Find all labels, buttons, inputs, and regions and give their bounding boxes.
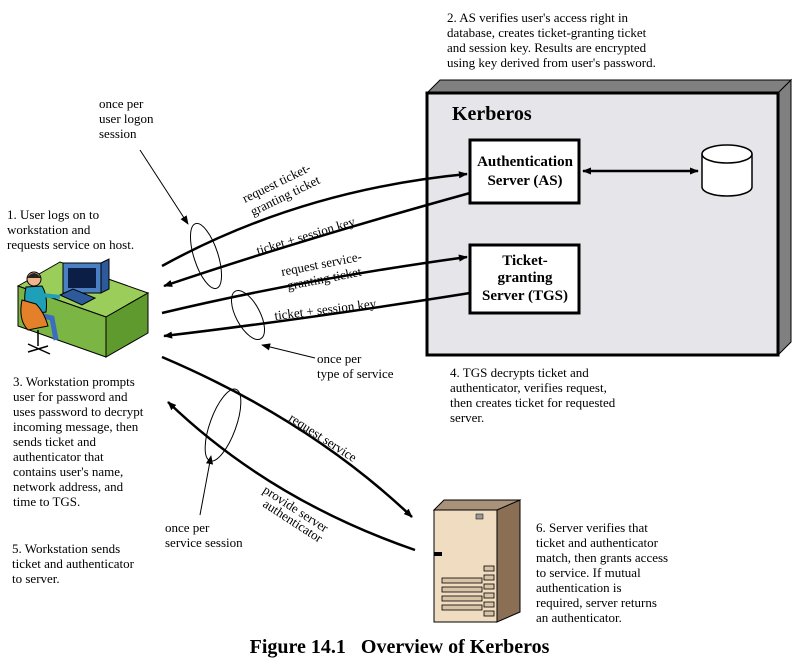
arrow-tgt-response bbox=[163, 191, 471, 288]
figure-caption: Figure 14.1 Overview of Kerberos bbox=[249, 636, 550, 658]
kerberos-title: Kerberos bbox=[452, 103, 532, 125]
arrow-sgt-response bbox=[163, 291, 471, 339]
note-step1: 1. User logs on to workstation and reque… bbox=[7, 207, 135, 252]
arrow-request-tgt bbox=[161, 171, 468, 268]
ticket-granting-server-box: Ticket- granting Server (TGS) bbox=[468, 243, 581, 315]
pointer-service-type bbox=[261, 343, 316, 359]
database-icon bbox=[701, 144, 753, 197]
note-step5: 5. Workstation sends ticket and authenti… bbox=[12, 541, 135, 586]
tgs-label-line1: Ticket- bbox=[502, 253, 548, 269]
note-step2: 2. AS verifies user's access right in da… bbox=[447, 10, 656, 70]
authentication-server-box: Authentication Server (AS) bbox=[468, 138, 581, 205]
note-once-per-service-session: once per service session bbox=[165, 520, 243, 550]
session-ellipse-service-type bbox=[230, 290, 266, 340]
as-label-line2: Server (AS) bbox=[487, 173, 562, 189]
tgs-label-line3: Server (TGS) bbox=[482, 288, 568, 304]
server-drive-bays bbox=[441, 565, 495, 617]
arrow-request-service bbox=[161, 355, 413, 518]
arrow-provide-authenticator bbox=[167, 401, 416, 552]
pointer-service-session bbox=[199, 455, 214, 516]
arrow-request-sgt bbox=[161, 254, 468, 315]
pointer-logon bbox=[139, 149, 189, 225]
note-once-per-logon: once per user logon session bbox=[99, 96, 154, 141]
session-ellipse-service-session bbox=[204, 388, 242, 462]
label-request-service: request service bbox=[286, 410, 359, 465]
note-step3: 3. Workstation prompts user for password… bbox=[13, 374, 144, 509]
note-step6: 6. Server verifies that ticket and authe… bbox=[536, 520, 669, 625]
label-ticket-session-key-2: ticket + session key bbox=[274, 296, 378, 323]
tgs-label-line2: granting bbox=[497, 270, 553, 286]
workstation-user-icon bbox=[16, 258, 150, 358]
session-ellipse-logon bbox=[189, 222, 223, 290]
server-icon bbox=[432, 499, 522, 623]
note-once-per-service-type: once per type of service bbox=[317, 351, 394, 381]
as-label-line1: Authentication bbox=[477, 154, 573, 170]
note-step4: 4. TGS decrypts ticket and authenticator… bbox=[450, 365, 616, 425]
